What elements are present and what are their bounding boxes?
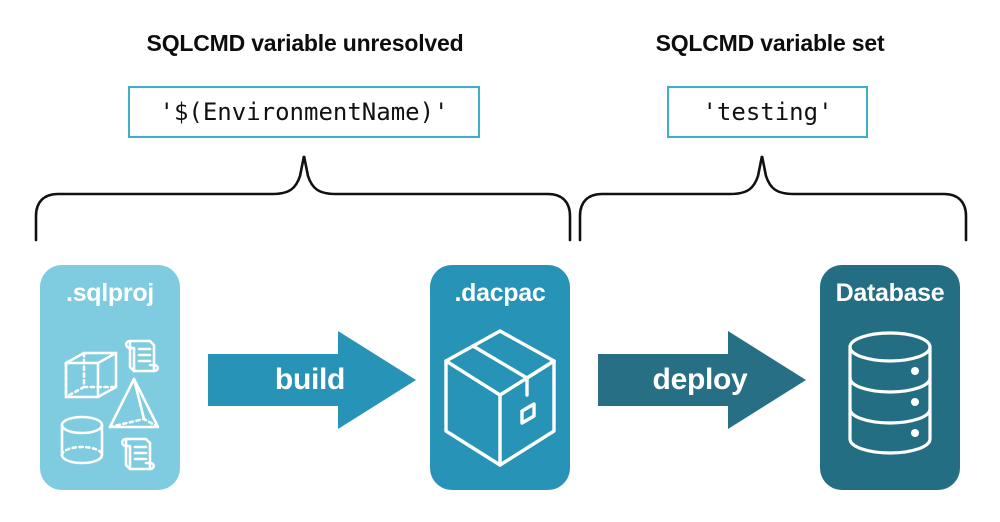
brace-group [34, 155, 968, 242]
code-box-resolved-variable: 'testing' [667, 86, 868, 138]
stage-box-sqlproj: .sqlproj [40, 265, 180, 490]
project-assets-icon [60, 339, 160, 471]
arrow-right-icon [598, 331, 806, 429]
stage-box-database: Database [820, 265, 960, 490]
heading-sqlcmd-unresolved: SQLCMD variable unresolved [146, 30, 464, 56]
stage-title-sqlproj: .sqlproj [66, 279, 154, 307]
stage-title-database: Database [835, 279, 945, 307]
heading-sqlcmd-set: SQLCMD variable set [655, 30, 885, 56]
arrow-deploy: deploy [598, 331, 806, 429]
arrow-build: build [208, 331, 416, 429]
database-cylinder-icon [848, 331, 932, 455]
stage-title-dacpac: .dacpac [454, 279, 546, 307]
stage-box-dacpac: .dacpac [430, 265, 570, 490]
package-box-icon [444, 329, 556, 467]
brace-left-icon [34, 155, 572, 242]
code-box-unresolved-variable: '$(EnvironmentName)' [128, 86, 480, 138]
brace-right-icon [578, 155, 968, 242]
arrow-right-icon [208, 331, 416, 429]
